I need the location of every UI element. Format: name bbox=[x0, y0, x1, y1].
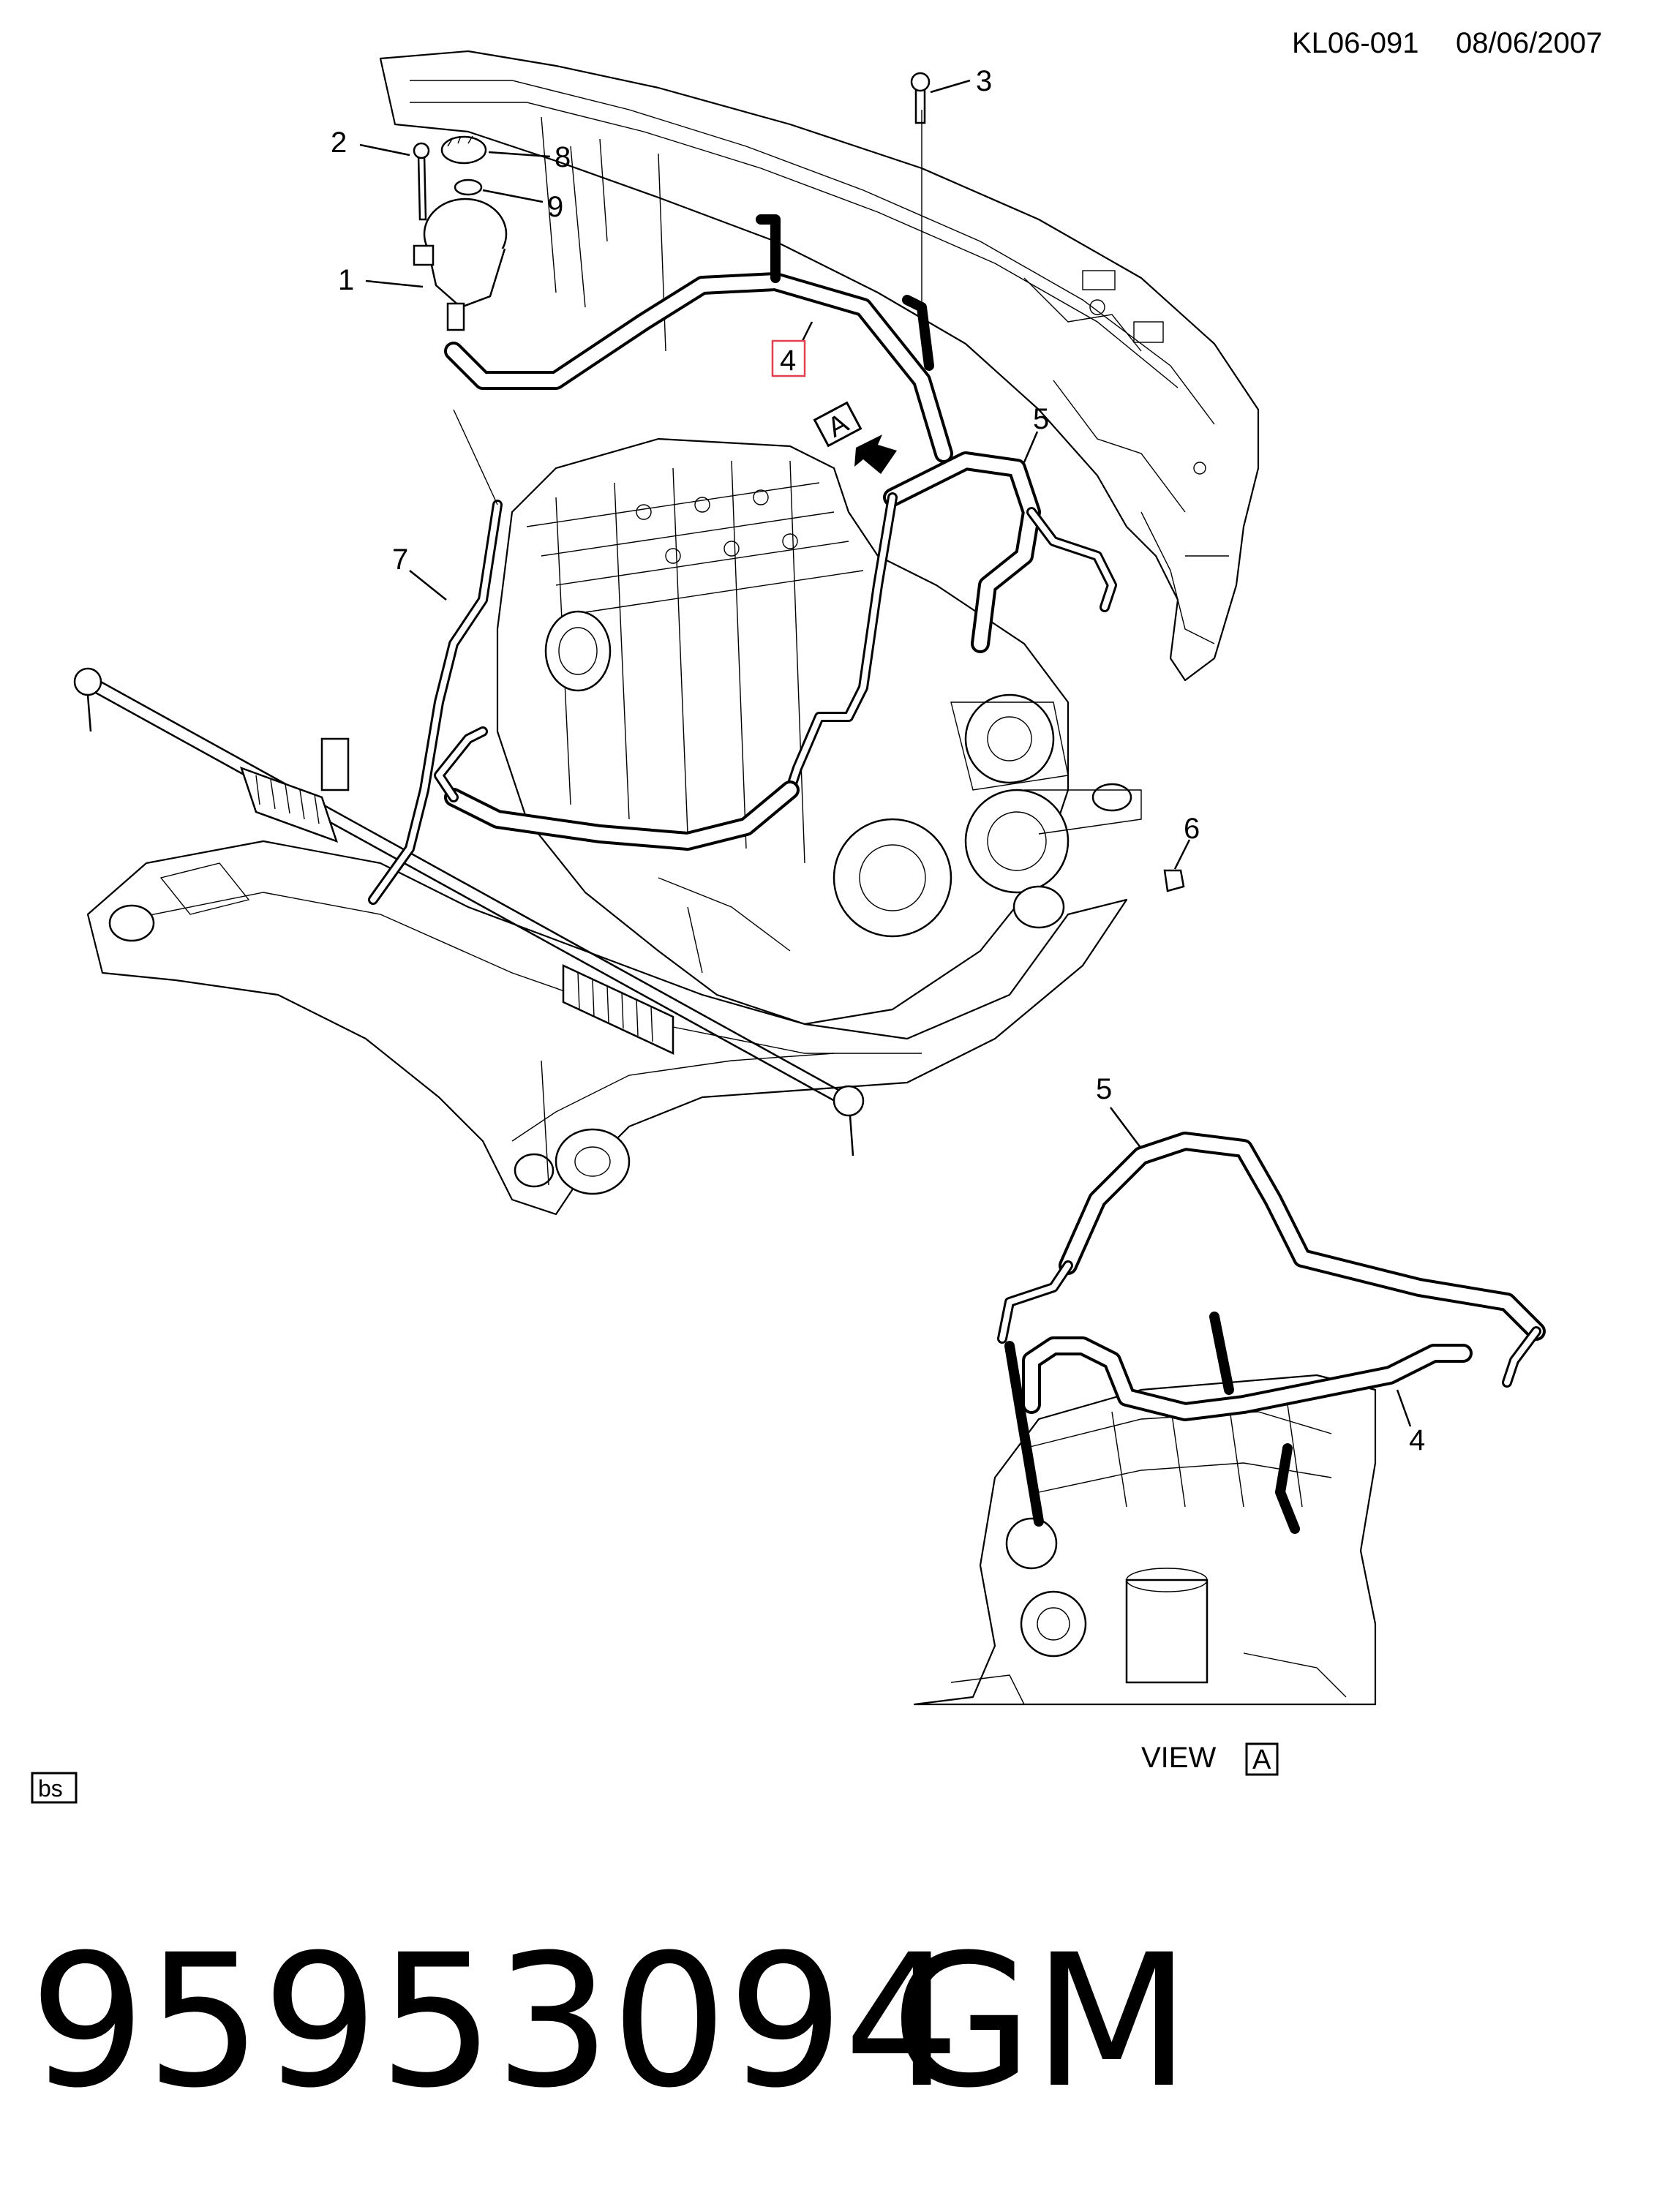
view-a-caption-letter: A bbox=[1252, 1745, 1271, 1775]
callout-4: 4 bbox=[780, 345, 796, 377]
callout-8: 8 bbox=[555, 141, 571, 173]
bs-box bbox=[31, 1772, 78, 1804]
hose-assembly bbox=[368, 110, 1117, 1186]
cap-seal bbox=[454, 178, 483, 196]
view-a-caption-label: VIEW bbox=[1141, 1742, 1216, 1774]
radiator-support-drawing bbox=[379, 50, 1260, 682]
view-a-marker: A bbox=[813, 401, 897, 474]
view-a-box bbox=[813, 401, 862, 448]
callout-7: 7 bbox=[392, 543, 408, 576]
view-a-callout-5: 5 bbox=[1096, 1073, 1112, 1105]
subframe-drawing bbox=[86, 783, 1142, 1216]
part-number: 95953094 bbox=[29, 1915, 960, 2128]
detail-view-a bbox=[913, 1107, 1546, 1706]
reservoir-body bbox=[426, 244, 506, 309]
engine-drawing bbox=[496, 437, 1070, 1026]
nut bbox=[1163, 869, 1185, 892]
callout-6: 6 bbox=[1184, 813, 1200, 845]
bs-label: bs bbox=[38, 1775, 63, 1802]
callout-1: 1 bbox=[338, 264, 354, 296]
view-a-caption-box bbox=[1245, 1742, 1279, 1776]
callout-5: 5 bbox=[1033, 403, 1049, 435]
bracket-bolt bbox=[914, 85, 926, 124]
callout-9: 9 bbox=[547, 191, 563, 223]
doc-code: KL06-091 bbox=[1292, 27, 1418, 59]
view-a-engine-filter bbox=[1125, 1579, 1209, 1684]
view-a-callout-4: 4 bbox=[1409, 1424, 1425, 1456]
brand-label: GM bbox=[891, 1915, 1190, 2128]
doc-date: 08/06/2007 bbox=[1456, 27, 1602, 59]
reservoir-cap bbox=[440, 135, 487, 165]
callout-4-highlight-box bbox=[771, 339, 806, 377]
view-direction-arrow-icon bbox=[854, 434, 897, 474]
callout-2: 2 bbox=[331, 127, 347, 159]
reservoir-bolt bbox=[417, 154, 427, 221]
steering-gear-drawing bbox=[73, 667, 865, 1156]
reservoir-assembly bbox=[413, 72, 1185, 892]
callout-leaders bbox=[359, 79, 1191, 870]
callout-3: 3 bbox=[976, 65, 992, 97]
